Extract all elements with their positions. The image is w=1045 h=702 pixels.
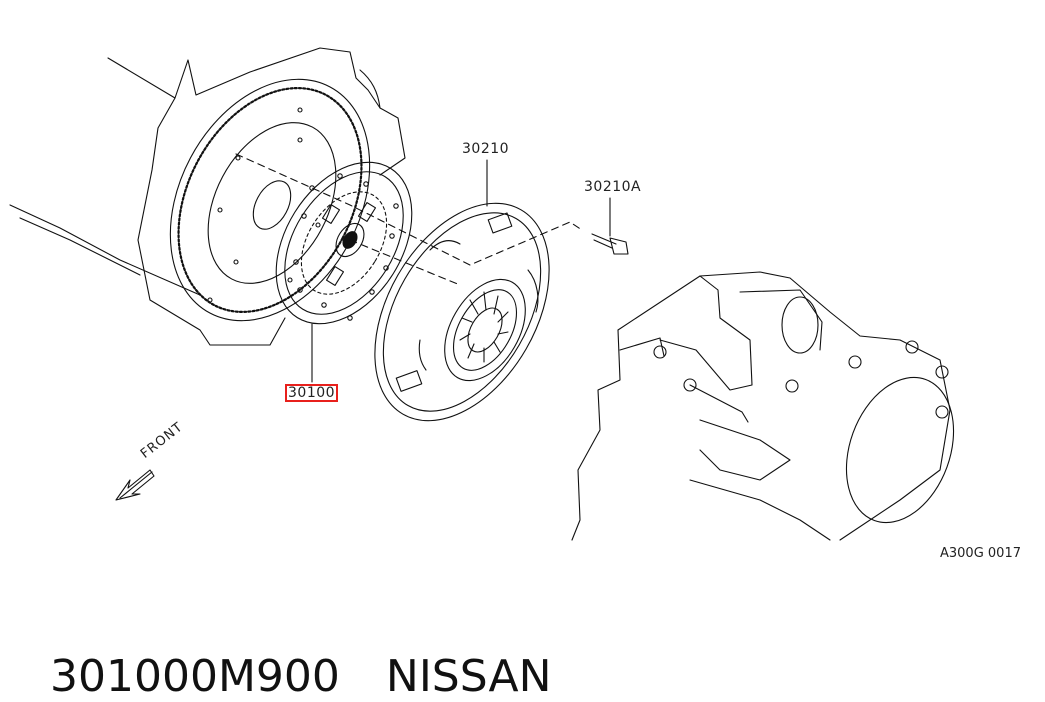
callout-clutch-disc[interactable]: 30100	[285, 384, 339, 402]
alignment-dashed-lines	[235, 153, 583, 286]
callout-clutch-cover[interactable]: 30210	[462, 141, 510, 157]
front-arrow-icon	[115, 469, 155, 501]
cover-bolt-drawing	[591, 233, 629, 255]
engine-block-drawing	[9, 47, 406, 346]
clutch-cover-drawing	[374, 202, 550, 422]
drawing-id: A300G 0017	[940, 546, 1021, 561]
brand-name: NISSAN	[385, 651, 552, 702]
transmission-drawing	[571, 271, 955, 541]
part-number: 301000M900	[49, 651, 340, 702]
clutch-disc-drawing	[275, 161, 413, 325]
exploded-parts-diagram	[9, 47, 955, 541]
flywheel-drawing	[169, 78, 371, 322]
callout-cover-bolt[interactable]: 30210A	[584, 179, 642, 195]
part-title: 301000M900 NISSAN	[22, 600, 552, 702]
